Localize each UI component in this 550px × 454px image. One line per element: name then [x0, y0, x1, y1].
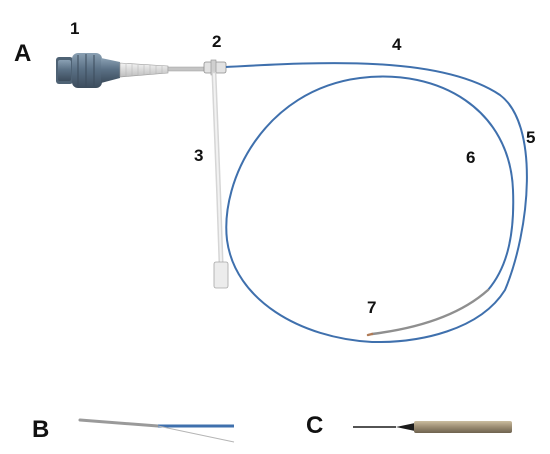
panel-b-wire — [78, 418, 160, 428]
panel-label-c: C — [306, 412, 324, 439]
guidewire-tip — [366, 332, 374, 337]
callout-3: 3 — [194, 146, 204, 165]
callout-4: 4 — [392, 35, 402, 54]
strain-relief-ticks — [125, 64, 163, 76]
callout-7: 7 — [367, 298, 377, 317]
panel-c-metal-body — [414, 421, 512, 433]
panel-c-detail — [353, 421, 512, 433]
proximal-shaft — [167, 66, 206, 72]
panel-b-fine-wire — [157, 425, 235, 443]
side-tube-cap — [213, 261, 229, 289]
callout-5: 5 — [526, 128, 536, 147]
blue-catheter — [225, 62, 528, 344]
panel-label-b: B — [32, 416, 50, 443]
callout-2: 2 — [212, 32, 222, 51]
callout-6: 6 — [466, 148, 476, 167]
callout-1: 1 — [70, 19, 80, 38]
panel-b-detail — [78, 418, 235, 443]
panel-label-a: A — [14, 40, 32, 67]
guidewire-distal — [370, 288, 490, 336]
panel-c-black-tip — [396, 423, 415, 431]
panel-a-device — [56, 53, 528, 344]
hub-connector — [56, 53, 120, 88]
